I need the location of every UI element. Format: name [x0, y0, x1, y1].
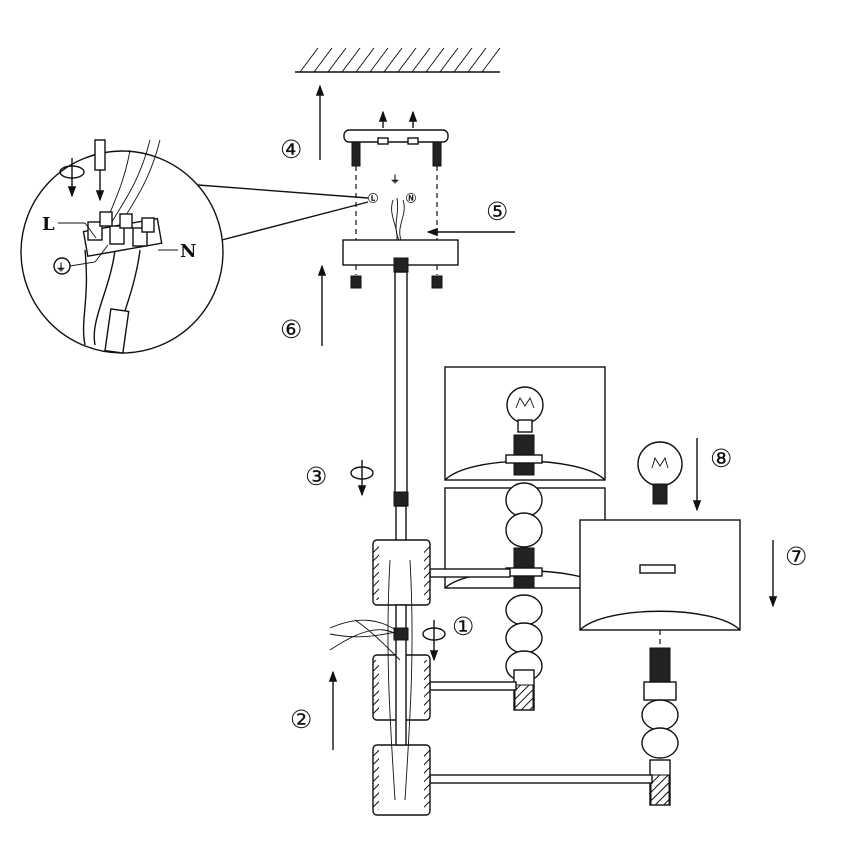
bulb-step-8: [637, 441, 683, 505]
rotate-icon-inset: [59, 158, 85, 198]
rotate-icon-step-1: [422, 620, 446, 662]
step-3-label: ③: [305, 462, 327, 491]
step-2-label: ②: [290, 705, 312, 734]
terminal-block: [82, 211, 163, 258]
step-8-label: ⑧: [710, 444, 732, 473]
step-5-label: ⑤: [486, 197, 508, 226]
step-7-label: ⑦: [785, 542, 807, 571]
canopy-nut-left: [350, 275, 362, 289]
rotate-icon-step-3: [350, 460, 374, 497]
neutral-label: N: [180, 241, 196, 262]
cable: [82, 139, 161, 354]
bead-column-right: [641, 647, 679, 806]
live-label: L: [42, 214, 55, 235]
lamp-body: [329, 539, 431, 816]
ceiling: [295, 47, 501, 73]
live-small-label: Ⓛ: [368, 192, 378, 205]
supply-wires: ⏚ Ⓛ Ⓝ: [368, 174, 416, 241]
step-4-label: ④: [280, 135, 302, 164]
lamp-shade-right: [579, 519, 741, 631]
suspension-rod: [393, 257, 409, 547]
neutral-small-label: Ⓝ: [406, 192, 416, 205]
canopy-nut-right: [431, 275, 443, 289]
step-6-label: ⑥: [280, 315, 302, 344]
earth-label: ⏚: [56, 262, 66, 274]
step-1-label: ①: [452, 612, 474, 641]
earth-small-label: ⏚: [390, 174, 400, 186]
mounting-bracket: [343, 110, 449, 167]
wiring-detail-inset: L N ⏚: [20, 139, 369, 354]
screwdriver-icon: [94, 139, 106, 202]
